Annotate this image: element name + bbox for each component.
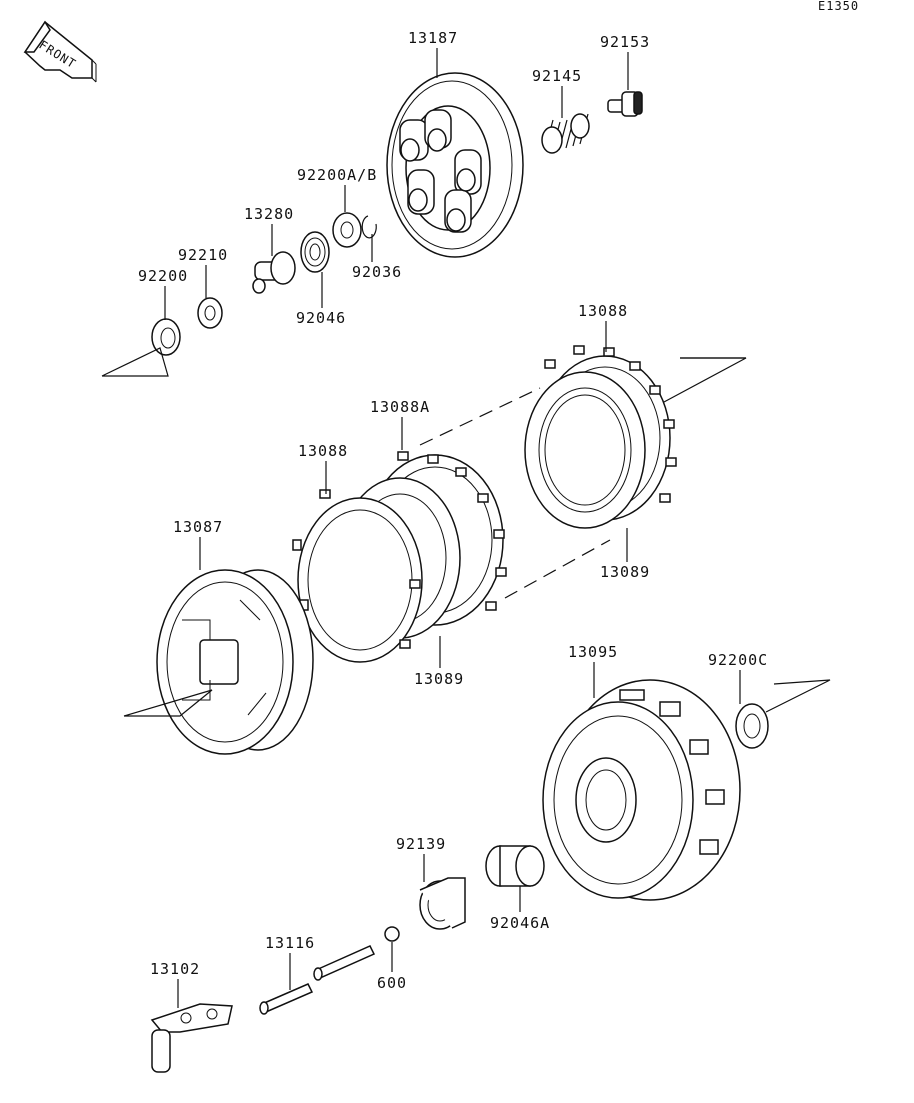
- bolt-92153: [607, 91, 643, 117]
- ball-600: [384, 926, 400, 942]
- needle-bearing-92046a: [485, 845, 545, 887]
- label-92200c: 92200C: [708, 651, 768, 669]
- label-92145: 92145: [532, 67, 582, 85]
- push-rod-13116: [259, 945, 376, 1015]
- clutch-spring-92145: [541, 113, 590, 154]
- release-shaft-13102: [150, 1003, 233, 1073]
- nut-92210: [197, 297, 223, 329]
- label-92046: 92046: [296, 309, 346, 327]
- clutch-housing-13095: [542, 679, 741, 901]
- lock-washer-92200: [151, 318, 181, 356]
- label-13088a: 13088A: [370, 398, 430, 416]
- label-13088-mid: 13088: [298, 442, 348, 460]
- washer-92200ab: [332, 212, 362, 248]
- circlip-92036: [361, 215, 377, 239]
- front-arrow-icon: FRONT: [23, 20, 97, 83]
- label-600: 600: [377, 974, 407, 992]
- label-13089-right: 13089: [600, 563, 650, 581]
- clutch-hub-13087: [156, 569, 314, 755]
- pusher-13280: [252, 251, 296, 294]
- diagram-id: E1350: [818, 0, 859, 13]
- pressure-plate-13187: [386, 72, 524, 258]
- sleeve-92139: [419, 877, 466, 930]
- label-13088-top: 13088: [578, 302, 628, 320]
- label-13102: 13102: [150, 960, 200, 978]
- label-13095: 13095: [568, 643, 618, 661]
- friction-plate-13088-mid: [292, 489, 423, 663]
- label-13116: 13116: [265, 934, 315, 952]
- label-92046a: 92046A: [490, 914, 550, 932]
- label-13187: 13187: [408, 29, 458, 47]
- label-92200ab: 92200A/B: [297, 166, 377, 184]
- washer-92200c: [735, 703, 769, 749]
- label-92036: 92036: [352, 263, 402, 281]
- label-92139: 92139: [396, 835, 446, 853]
- label-13280: 13280: [244, 205, 294, 223]
- needle-bearing-92046: [300, 231, 330, 273]
- label-92153: 92153: [600, 33, 650, 51]
- label-13087: 13087: [173, 518, 223, 536]
- part-labels: 13187 92153 92145 92200A/B 13280 92210 9…: [138, 29, 768, 1008]
- label-13089-mid: 13089: [414, 670, 464, 688]
- steel-plate-13089-right: [524, 371, 646, 529]
- label-92210: 92210: [178, 246, 228, 264]
- label-92200: 92200: [138, 267, 188, 285]
